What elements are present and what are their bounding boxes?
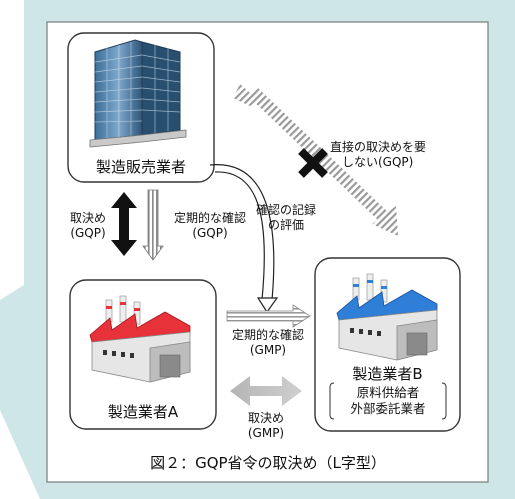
office-building-icon bbox=[89, 39, 187, 148]
maker-b-sub-label-1: 原料供給者 bbox=[356, 385, 420, 400]
factory-a-icon bbox=[89, 295, 191, 383]
agreement-gqp-label-1: 取決め bbox=[69, 211, 106, 225]
agreement-gqp-arrow bbox=[111, 192, 137, 256]
cross-icon bbox=[298, 148, 328, 178]
record-eval-label-2: の評価 bbox=[267, 218, 304, 232]
maker-b-label: 製造業者B bbox=[352, 365, 423, 383]
sub-label-bracket bbox=[329, 382, 447, 420]
confirm-gqp-arrow bbox=[142, 189, 164, 261]
figure-caption: 図２：GQP省令の取決め（L字型） bbox=[150, 454, 386, 472]
agreement-gmp-arrow bbox=[230, 376, 302, 406]
confirm-gmp-label-1: 定期的な確認 bbox=[231, 328, 304, 342]
record-eval-label-1: 確認の記録 bbox=[255, 203, 316, 217]
confirm-gqp-label-2: (GQP) bbox=[192, 226, 228, 240]
agreement-gqp-label-2: (GQP) bbox=[70, 226, 106, 240]
confirm-gqp-label-1: 定期的な確認 bbox=[173, 211, 246, 225]
no-direct-label-2: しない(GQP) bbox=[342, 155, 414, 169]
agreement-gmp-label-1: 取決め bbox=[247, 411, 284, 425]
no-direct-label-1: 直接の取決めを要 bbox=[330, 140, 427, 154]
maker-b-sub-label-2: 外部委託業者 bbox=[350, 401, 426, 416]
maker-a-label: 製造業者A bbox=[107, 403, 179, 421]
confirm-gmp-arrow bbox=[226, 304, 311, 328]
confirm-gmp-label-2: (GMP) bbox=[249, 343, 287, 357]
factory-b-icon bbox=[336, 273, 438, 361]
record-eval-arrow bbox=[209, 164, 279, 314]
agreement-gmp-label-2: (GMP) bbox=[247, 426, 285, 440]
seller-label: 製造販売業者 bbox=[95, 158, 186, 176]
